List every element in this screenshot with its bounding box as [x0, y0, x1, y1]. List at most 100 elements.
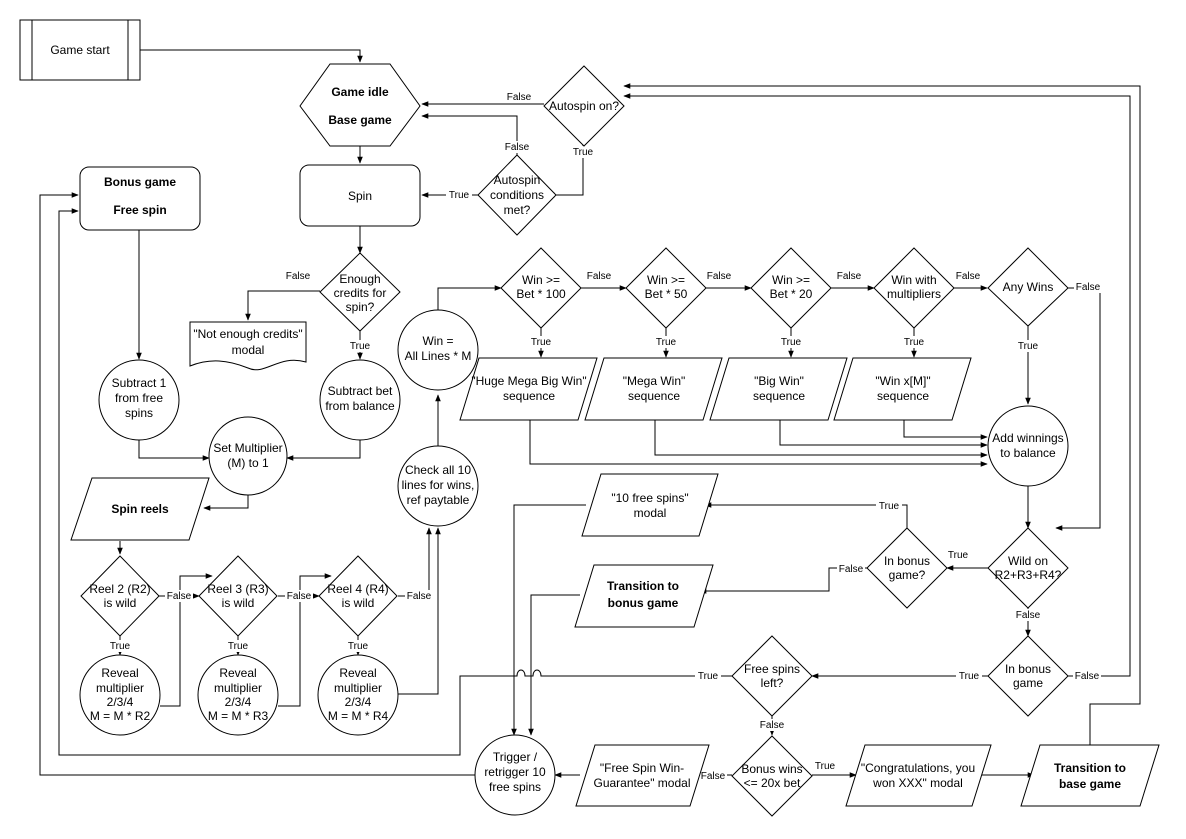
svg-text:Any Wins: Any Wins [1003, 280, 1054, 294]
svg-text:sequence: sequence [628, 389, 680, 403]
svg-text:False: False [701, 771, 726, 782]
svg-text:M = M * R2: M = M * R2 [90, 709, 151, 723]
node-enough-credits: Enough credits for spin? [319, 252, 401, 332]
svg-text:False: False [707, 271, 732, 282]
svg-text:2/3/4: 2/3/4 [345, 695, 372, 709]
svg-text:Add winnings: Add winnings [992, 431, 1063, 445]
edge-label-false: False [503, 141, 531, 153]
svg-text:is wild: is wild [342, 596, 375, 610]
node-bonus-wins: Bonus wins <= 20x bet [731, 735, 813, 817]
svg-text:credits for: credits for [334, 286, 387, 300]
svg-text:base game: base game [1059, 777, 1121, 791]
edge-label-true: True [945, 549, 971, 561]
edge-modal-trigger [511, 504, 586, 736]
node-winx-sequence: "Win x[M]" sequence [833, 357, 972, 421]
svg-text:False: False [1076, 282, 1101, 293]
edge-transitionbase-idle [623, 83, 1141, 745]
edge-label-true: True [528, 336, 554, 348]
node-spin: Spin [299, 164, 421, 227]
svg-text:bonus game: bonus game [608, 596, 679, 610]
edge-label-true: True [876, 500, 902, 512]
svg-text:Spin reels: Spin reels [111, 502, 169, 516]
svg-text:True: True [781, 337, 802, 348]
edge-label-true: True [653, 336, 679, 348]
edge-label-true: True [1015, 340, 1041, 352]
svg-text:Bet * 50: Bet * 50 [645, 287, 688, 301]
node-win100: Win >= Bet * 100 [500, 247, 582, 329]
svg-text:Autospin: Autospin [494, 173, 541, 187]
node-in-bonus-game: In bonus game [987, 635, 1069, 717]
edge-label-true: True [347, 340, 373, 352]
edge-label-true: True [956, 670, 982, 682]
svg-text:True: True [698, 671, 719, 682]
svg-text:Autospin on?: Autospin on? [549, 99, 619, 113]
node-free-spins-modal: "10 free spins" modal [581, 473, 719, 537]
svg-text:False: False [507, 92, 532, 103]
svg-text:Trigger /: Trigger / [493, 750, 538, 764]
node-reel4: Reel 4 (R4) is wild [318, 555, 398, 637]
node-congrats-modal: "Congratulations, you won XXX" modal [845, 744, 992, 807]
node-reveal3: Reveal multiplier 2/3/4 M = M * R3 [197, 654, 279, 736]
edge-label-false: False [165, 590, 193, 602]
edges [39, 49, 1141, 778]
svg-text:Subtract bet: Subtract bet [328, 384, 393, 398]
svg-text:multiplier: multiplier [214, 681, 262, 695]
svg-text:to balance: to balance [1000, 446, 1056, 460]
edge-subtract-bet-mult [286, 440, 361, 461]
svg-text:retrigger 10: retrigger 10 [484, 765, 546, 779]
svg-text:Guarantee" modal: Guarantee" modal [594, 776, 691, 790]
edge-huge-add [529, 420, 988, 467]
svg-text:sequence: sequence [503, 389, 555, 403]
edge-label-true: True [778, 336, 804, 348]
svg-text:M = M * R4: M = M * R4 [328, 709, 389, 723]
svg-text:False: False [407, 591, 432, 602]
edge-winx-add [903, 420, 988, 440]
edge-reveal4-check [398, 527, 441, 695]
svg-text:True: True [904, 337, 925, 348]
node-transition-base: Transition to base game [1020, 744, 1160, 807]
node-not-enough-modal: "Not enough credits" modal [189, 321, 307, 371]
edge-label-false: False [1014, 609, 1042, 621]
edge-label-false: False [285, 590, 313, 602]
edge-freeleft-true-bonus [58, 208, 732, 756]
svg-text:sequence: sequence [877, 389, 929, 403]
node-win50: Win >= Bet * 50 [625, 247, 707, 329]
svg-text:from free: from free [115, 391, 163, 405]
edge-autospin-true-cond [547, 144, 584, 198]
svg-text:is wild: is wild [222, 596, 255, 610]
svg-text:False: False [839, 564, 864, 575]
edge-subtract1-mult [138, 440, 210, 461]
node-win-formula: Win = All Lines * M [397, 309, 479, 391]
edge-label-false: False [1073, 670, 1101, 682]
node-game-start: Game start [19, 19, 141, 81]
svg-text:Win >=: Win >= [647, 273, 685, 287]
svg-text:False: False [167, 591, 192, 602]
node-free-spins-left: Free spins left? [731, 635, 813, 717]
edge-label-true: True [695, 670, 721, 682]
svg-text:R2+R3+R4?: R2+R3+R4? [995, 568, 1062, 582]
edge-label-true: True [107, 640, 133, 652]
svg-text:True: True [531, 337, 552, 348]
svg-text:"Not enough credits": "Not enough credits" [193, 327, 302, 341]
svg-text:In bonus: In bonus [884, 554, 930, 568]
svg-text:False: False [287, 591, 312, 602]
node-game-idle: Game idle Base game [299, 63, 421, 147]
edge-big-add [779, 420, 988, 448]
svg-text:"Mega Win": "Mega Win" [623, 374, 686, 388]
node-autospin-on: Autospin on? [543, 65, 625, 147]
edge-label-false: False [505, 91, 533, 103]
svg-text:Transition to: Transition to [607, 579, 679, 593]
svg-text:True: True [656, 337, 677, 348]
node-transition-bonus: Transition to bonus game [574, 564, 714, 628]
svg-text:Set Multiplier: Set Multiplier [213, 441, 282, 455]
svg-text:Bet * 100: Bet * 100 [516, 287, 566, 301]
svg-text:Spin: Spin [348, 189, 372, 203]
edge-reveal2-reel3 [160, 573, 213, 707]
svg-text:Reel 4 (R4): Reel 4 (R4) [327, 582, 388, 596]
svg-text:Win >=: Win >= [522, 273, 560, 287]
svg-text:Wild on: Wild on [1008, 554, 1048, 568]
edge-start-idle [140, 49, 363, 63]
edge-inbonus-true-modal [704, 502, 908, 530]
node-subtract-bet: Subtract bet from balance [319, 359, 401, 441]
svg-text:"Huge Mega Big Win": "Huge Mega Big Win" [471, 374, 586, 388]
